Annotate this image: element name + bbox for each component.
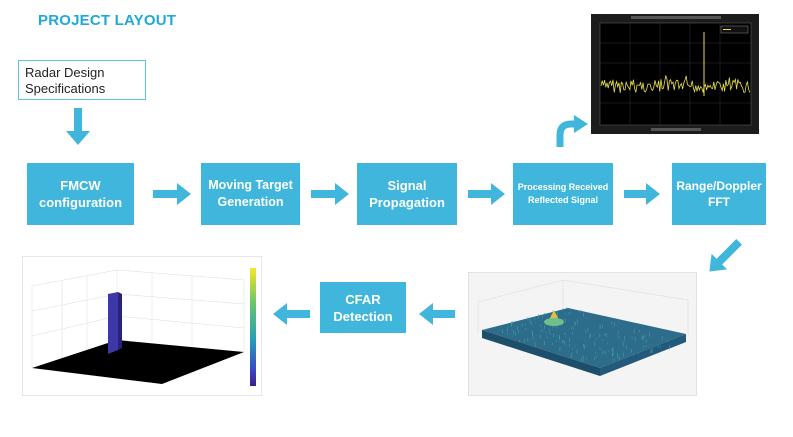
- cfar-output-figure: [22, 256, 262, 396]
- moving-target-generation-box: Moving Target Generation: [201, 163, 300, 225]
- arrow-left-icon: [419, 303, 455, 325]
- colorbar: [250, 268, 256, 386]
- cfar-floor: [32, 340, 244, 384]
- arrow-diagonal-icon: [709, 239, 742, 272]
- signal-line: [600, 75, 751, 94]
- signal-propagation-box: Signal Propagation: [357, 163, 457, 225]
- page-title: PROJECT LAYOUT: [38, 12, 177, 29]
- fmcw-configuration-box: FMCW configuration: [27, 163, 134, 225]
- spec-box: Radar Design Specifications: [18, 60, 146, 100]
- cfar-peak: [108, 292, 118, 354]
- range-doppler-fft-box: Range/Doppler FFT: [672, 163, 766, 225]
- processing-received-signal-box: Processing Received Reflected Signal: [513, 163, 613, 225]
- arrow-right-icon: [468, 183, 505, 205]
- arrow-left-icon: [273, 303, 310, 325]
- arrow-down-icon: [66, 108, 90, 145]
- rdm-surface-figure: [468, 272, 697, 396]
- cfar-detection-box: CFAR Detection: [320, 282, 406, 333]
- arrow-right-icon: [153, 183, 191, 205]
- rdm-surface: [482, 308, 686, 368]
- signal-plot-figure: [591, 14, 759, 134]
- arrow-right-icon: [624, 183, 660, 205]
- arrow-right-icon: [311, 183, 349, 205]
- curved-arrow-icon: [556, 120, 576, 147]
